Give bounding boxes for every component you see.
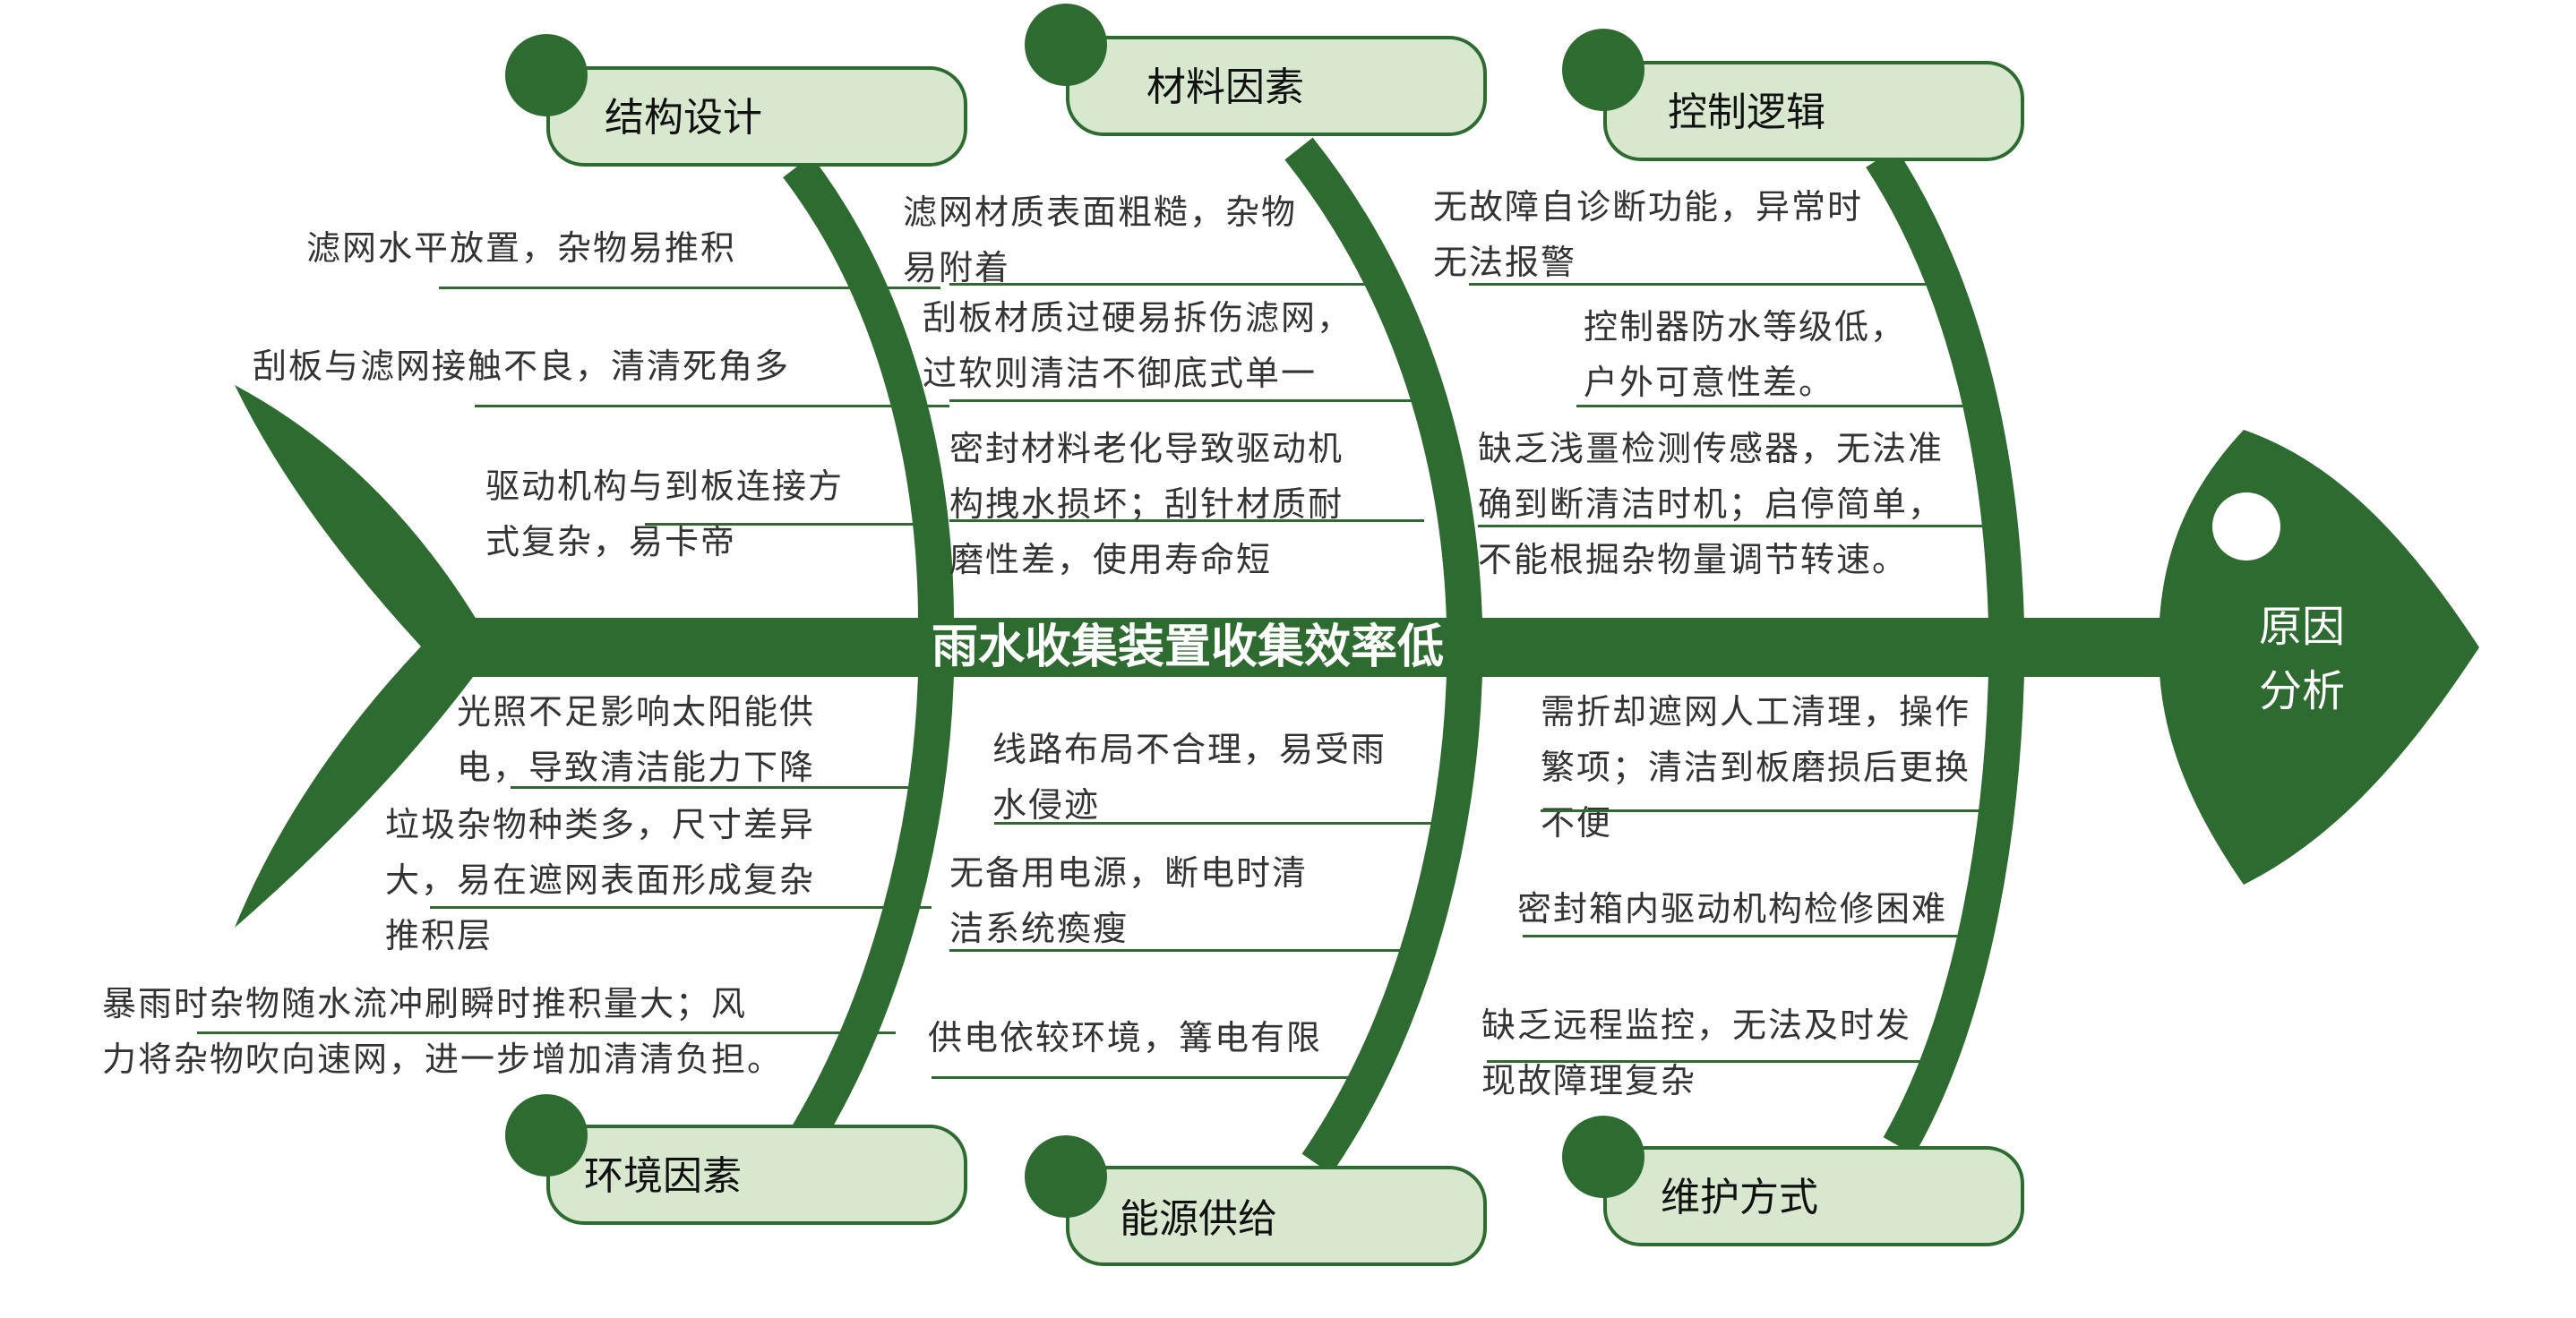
category-dot-environment bbox=[505, 1094, 588, 1177]
cause-underline bbox=[1469, 283, 1953, 286]
cause-structure-2: 刮板与滤网接触不良，清清死角多 bbox=[253, 347, 791, 386]
cause-underline bbox=[475, 405, 949, 407]
cause-underline bbox=[645, 523, 940, 526]
category-box-structure bbox=[546, 66, 967, 167]
cause-material-1: 滤网材质表面粗糙，杂物 易附着 bbox=[903, 193, 1298, 287]
head-label-line1: 原因 bbox=[2258, 602, 2345, 652]
head-label: 原因 分析 bbox=[2239, 595, 2365, 723]
category-label-environment: 环境因素 bbox=[584, 1153, 742, 1199]
cause-environment-3: 暴雨时杂物随水流冲刷瞬时推积量大；风 力将杂物吹向速网，进一步增加清清负担。 bbox=[102, 984, 784, 1079]
category-label-structure: 结构设计 bbox=[605, 95, 762, 141]
category-dot-control bbox=[1562, 29, 1644, 111]
cause-underline bbox=[1478, 525, 1997, 527]
category-box-energy bbox=[1066, 1166, 1487, 1266]
cause-underline bbox=[1576, 405, 1988, 407]
cause-underline bbox=[1487, 1060, 1944, 1063]
cause-underline bbox=[949, 519, 1424, 522]
cause-maintenance-3: 缺乏远程监控，无法及时发 现故障理复杂 bbox=[1481, 1006, 1912, 1100]
fish-eye bbox=[2212, 492, 2280, 561]
cause-maintenance-1: 需折却遮网人工清理，操作 繁项；清洁到板磨损后更换 不便 bbox=[1541, 692, 1971, 843]
cause-underline bbox=[949, 949, 1406, 952]
cause-underline bbox=[949, 283, 1370, 286]
cause-underline bbox=[511, 786, 940, 789]
cause-underline bbox=[439, 287, 940, 289]
cause-underline bbox=[932, 1076, 1379, 1079]
cause-underline bbox=[994, 822, 1433, 825]
category-label-control: 控制逻辑 bbox=[1668, 90, 1825, 135]
cause-maintenance-2: 密封箱内驱动机构检修困难 bbox=[1517, 889, 1948, 929]
category-box-control bbox=[1603, 61, 2024, 161]
cause-energy-3: 供电依较环境，篝电有限 bbox=[928, 1018, 1323, 1057]
category-dot-maintenance bbox=[1562, 1116, 1644, 1198]
cause-material-2: 刮板材质过硬易拆伤滤网， 过软则清洁不御底式单一 bbox=[923, 298, 1353, 393]
cause-energy-1: 线路布局不合理，易受雨 水侵迹 bbox=[992, 730, 1387, 825]
cause-environment-2: 垃圾杂物种类多，尺寸差异 大，易在遮网表面形成复杂 推积层 bbox=[385, 805, 816, 955]
cause-material-3: 密封材料老化导致驱动机 构拽水损坏；刮针材质耐 磨性差，使用寿命短 bbox=[949, 429, 1344, 579]
cause-underline bbox=[949, 399, 1415, 402]
cause-underline bbox=[1523, 935, 1988, 937]
diagram-title: 雨水收集装置收集效率低 bbox=[932, 620, 1445, 674]
category-label-material: 材料因素 bbox=[1146, 64, 1304, 110]
bone-bottom-right bbox=[1883, 672, 2024, 1155]
category-box-material bbox=[1066, 36, 1487, 136]
cause-control-2: 控制器防水等级低， 户外可意性差。 bbox=[1584, 307, 1907, 402]
cause-structure-1: 滤网水平放置，杂物易推积 bbox=[306, 228, 737, 268]
bone-top-middle bbox=[1284, 137, 1482, 623]
fish-tail bbox=[235, 385, 484, 928]
cause-underline bbox=[1541, 809, 1988, 812]
bone-bottom-middle bbox=[1301, 672, 1482, 1175]
bone-top-right bbox=[1866, 148, 2024, 623]
head-label-line2: 分析 bbox=[2258, 666, 2345, 716]
fish-spine bbox=[448, 618, 2230, 677]
cause-environment-1: 光照不足影响太阳能供 电，导致清洁能力下降 bbox=[457, 692, 816, 787]
cause-underline bbox=[197, 1031, 896, 1034]
category-label-maintenance: 维护方式 bbox=[1661, 1175, 1818, 1220]
cause-underline bbox=[430, 906, 932, 909]
bone-top-left bbox=[783, 155, 954, 623]
cause-control-1: 无故障自诊断功能，异常时 无法报警 bbox=[1433, 187, 1864, 282]
category-dot-material bbox=[1025, 4, 1107, 86]
cause-energy-2: 无备用电源，断电时清 洁系统瘓瘦 bbox=[949, 853, 1309, 948]
category-dot-structure bbox=[505, 34, 588, 116]
cause-control-3: 缺乏浅畺检测传感器，无法准 确到断清洁时机；启停简单， 不能根掘杂物量调节转速。 bbox=[1478, 429, 1945, 579]
bone-bottom-left bbox=[790, 672, 954, 1147]
cause-structure-3: 驱动机构与到板连接方 式复杂，易卡帝 bbox=[485, 466, 845, 561]
category-dot-energy bbox=[1025, 1135, 1107, 1218]
category-label-energy: 能源供给 bbox=[1120, 1196, 1277, 1242]
